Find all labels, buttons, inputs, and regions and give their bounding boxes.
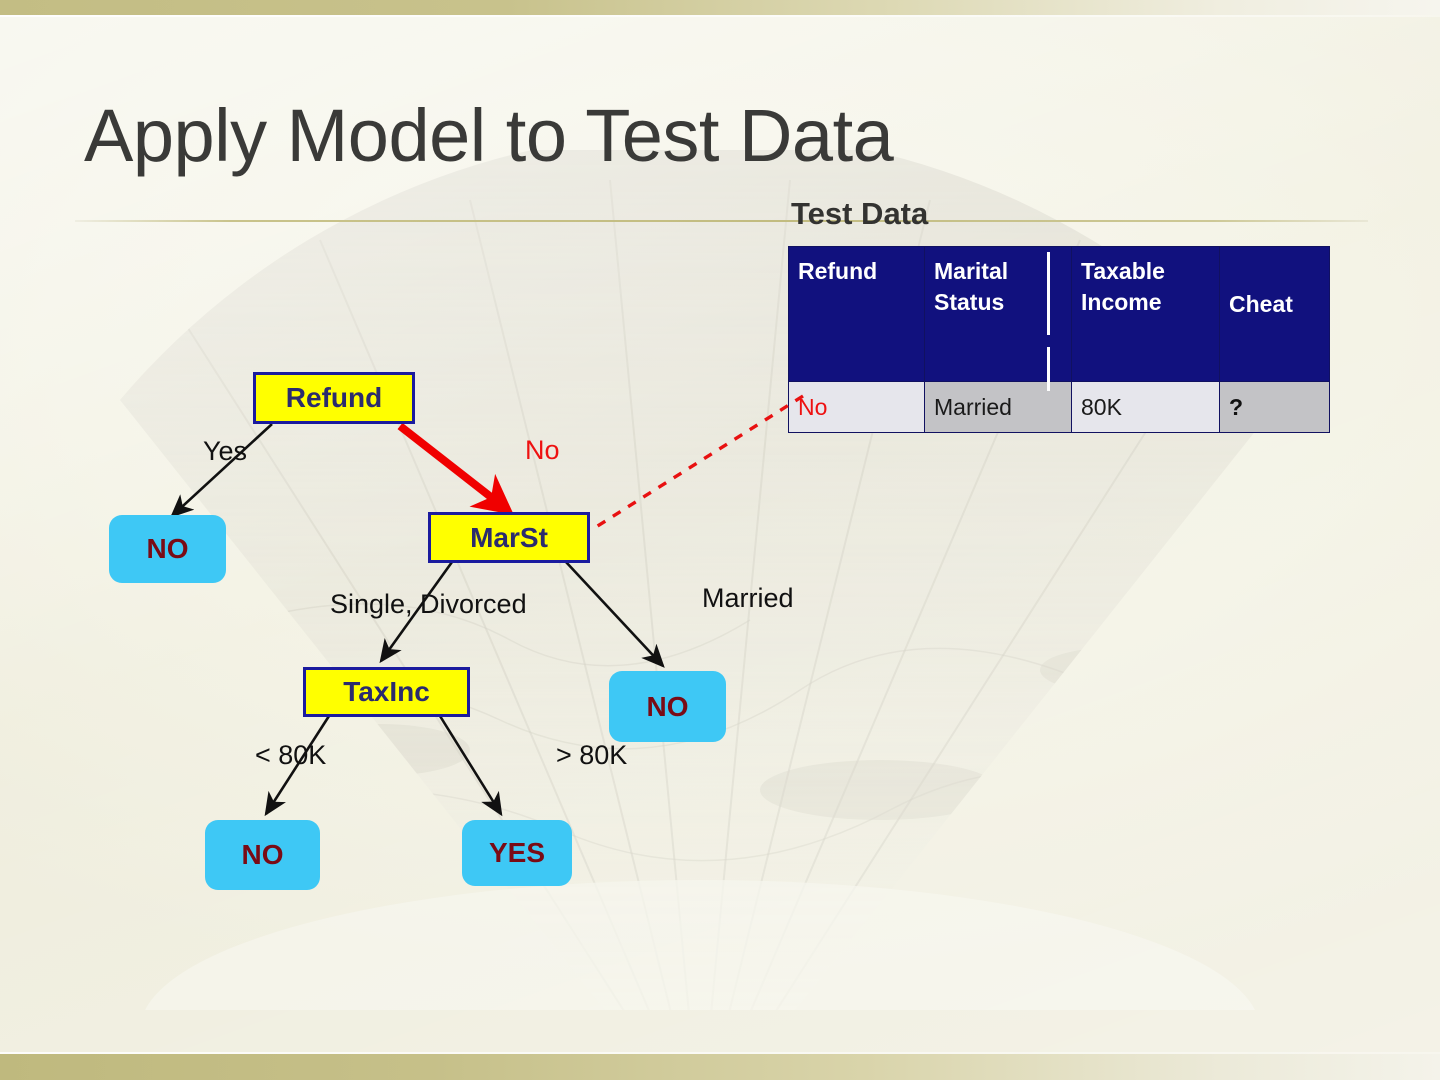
top-band-highlight: [0, 15, 1440, 17]
tree-node-marst[interactable]: MarSt: [428, 512, 590, 563]
column-header-refund: Refund: [788, 246, 925, 382]
tree-node-no-married[interactable]: NO: [609, 671, 726, 742]
tree-node-taxinc-label: TaxInc: [343, 676, 430, 707]
tree-node-no-yes-branch[interactable]: NO: [109, 515, 226, 583]
tree-node-taxinc[interactable]: TaxInc: [303, 667, 470, 717]
test-data-table: Refund Marital Status Taxable Income Che…: [788, 246, 1330, 433]
tree-node-refund[interactable]: Refund: [253, 372, 415, 424]
table-row: No Married 80K ?: [788, 381, 1330, 433]
tree-node-marst-label: MarSt: [470, 521, 548, 553]
tree-node-no-lt80k-label: NO: [241, 839, 284, 870]
tree-node-yes-gt80k[interactable]: YES: [462, 820, 572, 886]
edge-label-gt-80k: > 80K: [556, 740, 628, 770]
row-column-separator: [1047, 347, 1050, 391]
edge-label-no: No: [525, 435, 560, 465]
title-divider: [75, 220, 1368, 222]
edge-label-lt-80k: < 80K: [255, 740, 327, 770]
cell-refund: No: [788, 381, 925, 433]
bottom-decorative-band: [0, 1054, 1440, 1080]
cell-cheat: ?: [1219, 381, 1330, 433]
page-title: Apply Model to Test Data: [84, 94, 894, 177]
edge-label-single-divorced: Single, Divorced: [330, 589, 527, 619]
test-data-caption: Test Data: [791, 196, 929, 231]
tree-node-yes-gt80k-label: YES: [488, 837, 546, 868]
header-column-separator: [1047, 252, 1050, 335]
tree-node-refund-label: Refund: [285, 382, 383, 413]
table-header-row: Refund Marital Status Taxable Income Che…: [788, 246, 1330, 382]
cell-taxable-income: 80K: [1071, 381, 1220, 433]
column-header-cheat: Cheat: [1219, 246, 1330, 382]
tree-node-no-yes-branch-label: NO: [146, 533, 189, 564]
edge-label-married: Married: [702, 583, 794, 613]
bottom-band-highlight: [0, 1052, 1440, 1054]
tree-node-no-married-label: NO: [646, 690, 689, 722]
top-decorative-band: [0, 0, 1440, 15]
column-header-taxable-income: Taxable Income: [1071, 246, 1220, 382]
tree-node-no-lt80k[interactable]: NO: [205, 820, 320, 890]
edge-label-yes: Yes: [203, 436, 248, 466]
